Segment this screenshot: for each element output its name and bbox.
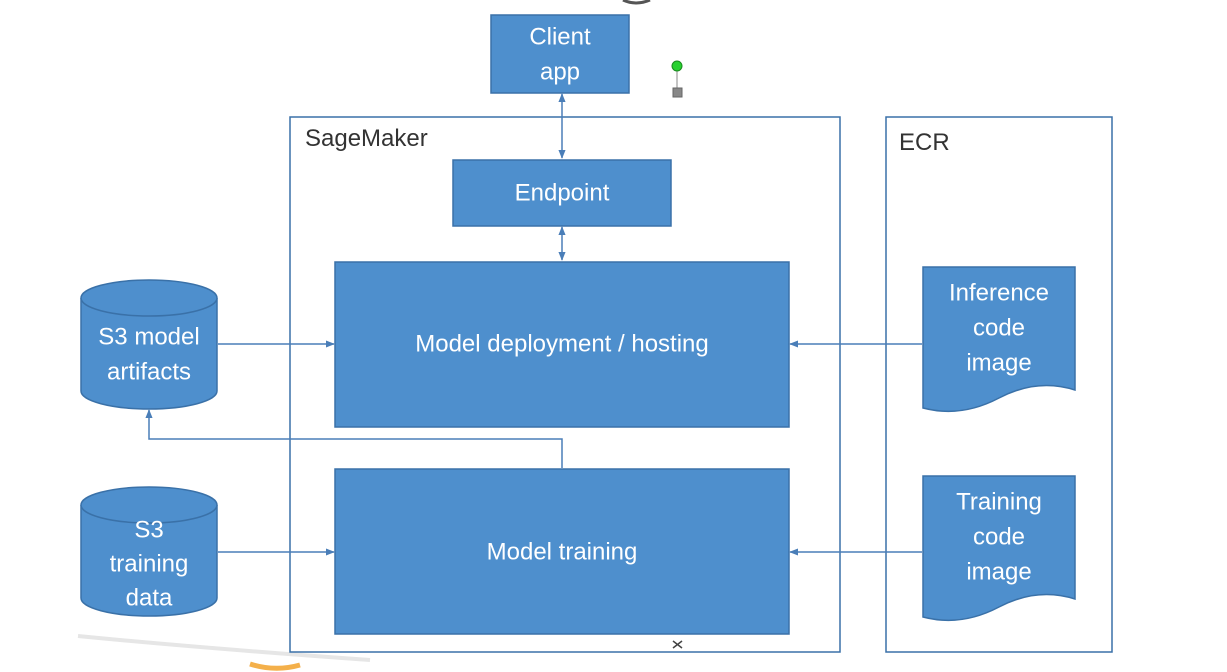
s3-training-data-label-line1: S3: [134, 517, 163, 544]
edge-training-to-s3-artifacts: [145, 409, 563, 468]
rotation-handle-icon[interactable]: [671, 60, 683, 72]
selection-handles[interactable]: [671, 60, 683, 98]
inference-code-image-label-line1: Inference: [949, 280, 1049, 307]
cropped-background-shadow: [77, 634, 371, 662]
cropped-background-fragment: [622, 0, 651, 5]
s3-training-data-label-line3: data: [126, 585, 173, 612]
client-app-node[interactable]: Client app: [490, 14, 630, 94]
client-app-label-line1: Client: [529, 24, 591, 51]
ecr-container: ECR: [885, 116, 1113, 653]
s3-model-artifacts-label-line2: artifacts: [107, 359, 191, 386]
inference-code-image-node[interactable]: Inference code image: [922, 266, 1076, 413]
model-training-label: Model training: [487, 539, 638, 566]
s3-training-data-node[interactable]: S3 training data: [80, 486, 218, 617]
inference-code-image-label-line2: code: [973, 315, 1025, 342]
resize-handle-icon[interactable]: [672, 87, 683, 98]
cursor-icon: [672, 640, 683, 649]
endpoint-label: Endpoint: [515, 180, 610, 207]
model-training-node[interactable]: Model training: [334, 468, 790, 635]
cropped-background-fragment-orange: [249, 661, 301, 671]
s3-model-artifacts-label-line1: S3 model: [98, 324, 199, 351]
model-deployment-node[interactable]: Model deployment / hosting: [334, 261, 790, 428]
s3-model-artifacts-node[interactable]: S3 model artifacts: [80, 279, 218, 410]
endpoint-node[interactable]: Endpoint: [452, 159, 672, 227]
edges: [145, 93, 922, 556]
model-deployment-label: Model deployment / hosting: [415, 331, 709, 358]
client-app-label-line2: app: [540, 59, 580, 86]
ecr-label: ECR: [899, 129, 950, 156]
s3-training-data-label-line2: training: [110, 551, 189, 578]
training-code-image-node[interactable]: Training code image: [922, 475, 1076, 622]
sagemaker-label: SageMaker: [305, 125, 428, 152]
training-code-image-label-line1: Training: [956, 489, 1042, 516]
inference-code-image-label-line3: image: [966, 350, 1031, 377]
training-code-image-label-line3: image: [966, 559, 1031, 586]
training-code-image-label-line2: code: [973, 524, 1025, 551]
